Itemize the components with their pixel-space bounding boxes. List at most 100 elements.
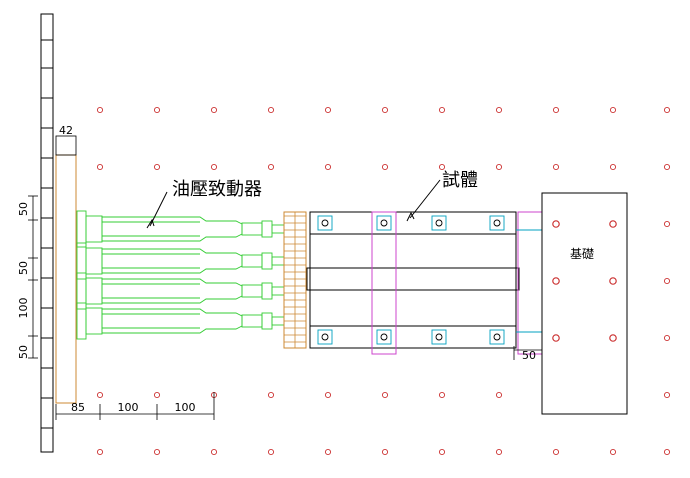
actuator-clevis — [261, 220, 273, 238]
anchor-plate — [431, 215, 447, 231]
actuator-label: 油壓致動器 — [172, 179, 262, 200]
floor-hole — [663, 106, 671, 114]
floor-hole — [153, 448, 161, 456]
floor-hole — [210, 106, 218, 114]
foundation-hole — [552, 334, 560, 342]
load-plate — [283, 211, 307, 349]
floor-hole — [663, 277, 671, 285]
bottom-dimension-lines — [55, 392, 215, 420]
anchor-plate — [431, 329, 447, 345]
actuator-pin — [271, 256, 285, 266]
floor-hole — [324, 163, 332, 171]
floor-hole — [552, 106, 560, 114]
foundation-hole — [552, 220, 560, 228]
actuator-end-plate — [76, 302, 87, 340]
hydraulic-actuators — [76, 210, 285, 340]
floor-hole — [96, 391, 104, 399]
floor-hole — [381, 106, 389, 114]
actuator-rod — [241, 314, 263, 328]
floor-hole — [663, 334, 671, 342]
actuator-end-plate — [76, 210, 87, 248]
dimension-bottom-85: 85 — [71, 401, 85, 414]
actuator-mount — [85, 247, 103, 275]
floor-hole — [267, 448, 275, 456]
anchor-bolt — [380, 333, 388, 341]
anchor-bolt — [435, 219, 443, 227]
right-dimension-lines — [513, 346, 542, 360]
dimension-bottom-100-b: 100 — [175, 401, 196, 414]
floor-hole — [663, 448, 671, 456]
dimension-left-50-bottom: 50 — [17, 345, 30, 359]
foundation-hole — [552, 277, 560, 285]
dimension-box-42 — [55, 135, 77, 156]
floor-hole — [324, 106, 332, 114]
floor-hole — [210, 448, 218, 456]
floor-hole — [381, 391, 389, 399]
floor-hole — [267, 163, 275, 171]
wall-base-plate — [55, 154, 77, 404]
foundation-hole — [609, 220, 617, 228]
actuator-pin — [271, 316, 285, 326]
foundation-label: 基礎 — [570, 247, 594, 261]
floor-hole — [609, 448, 617, 456]
anchor-plate — [489, 329, 505, 345]
specimen-anchor-bolts — [317, 215, 505, 345]
anchor-plate — [317, 215, 333, 231]
floor-hole — [153, 391, 161, 399]
actuator-clevis — [261, 282, 273, 300]
floor-hole — [438, 106, 446, 114]
dimension-left-100: 100 — [17, 298, 30, 319]
actuator-mount — [85, 277, 103, 305]
floor-hole — [495, 391, 503, 399]
actuator-cylinder — [101, 308, 243, 334]
floor-hole — [267, 106, 275, 114]
actuator-pin — [271, 286, 285, 296]
floor-hole — [153, 106, 161, 114]
floor-hole — [96, 106, 104, 114]
actuator-rod — [241, 222, 263, 236]
floor-hole — [210, 163, 218, 171]
floor-hole — [96, 448, 104, 456]
floor-hole — [609, 163, 617, 171]
anchor-plate — [376, 329, 392, 345]
floor-hole — [438, 448, 446, 456]
dimension-bottom-100-a: 100 — [118, 401, 139, 414]
actuator-cylinder — [101, 216, 243, 242]
specimen-label: 試體 — [442, 170, 478, 191]
dimension-42: 42 — [59, 124, 73, 137]
actuator-clevis — [261, 312, 273, 330]
floor-hole — [663, 220, 671, 228]
floor-hole — [663, 163, 671, 171]
specimen — [306, 211, 543, 355]
floor-hole — [153, 163, 161, 171]
anchor-plate — [376, 215, 392, 231]
foundation-block — [541, 192, 628, 415]
left-dimension-lines — [28, 195, 38, 359]
anchor-bolt — [321, 333, 329, 341]
anchor-plate — [317, 329, 333, 345]
anchor-plate — [489, 215, 505, 231]
actuator-end-plate — [76, 272, 87, 310]
floor-hole — [438, 391, 446, 399]
actuator-cylinder — [101, 248, 243, 274]
reaction-wall — [40, 13, 54, 453]
dimension-left-50-top: 50 — [17, 202, 30, 216]
floor-hole — [552, 163, 560, 171]
floor-hole — [324, 391, 332, 399]
foundation-hole — [609, 334, 617, 342]
actuator-mount — [85, 215, 103, 243]
actuator-rod — [241, 284, 263, 298]
actuator-end-plate — [76, 242, 87, 280]
floor-hole — [96, 163, 104, 171]
floor-hole — [438, 163, 446, 171]
floor-anchor-holes — [96, 106, 671, 456]
floor-hole — [609, 106, 617, 114]
floor-hole — [381, 163, 389, 171]
anchor-bolt — [321, 219, 329, 227]
actuator-rod — [241, 254, 263, 268]
anchor-bolt — [493, 333, 501, 341]
floor-hole — [324, 448, 332, 456]
floor-hole — [495, 163, 503, 171]
floor-hole — [663, 391, 671, 399]
